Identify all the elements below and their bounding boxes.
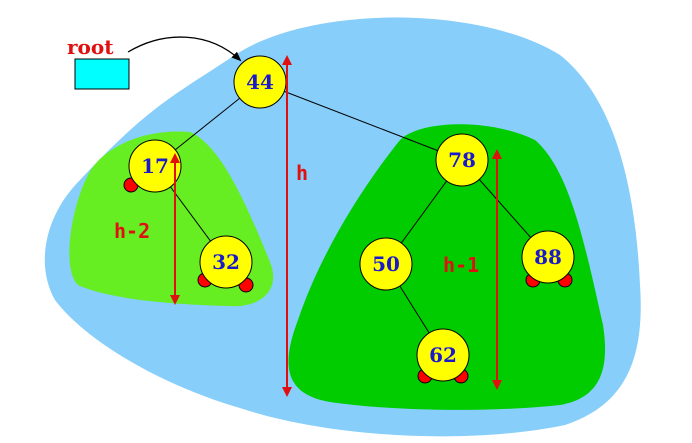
tree-node-50: 50 xyxy=(359,237,413,291)
tree-node-62: 62 xyxy=(416,328,470,382)
root-pointer-box xyxy=(74,58,130,90)
tree-node-17: 17 xyxy=(128,139,182,193)
height-label-whole: h xyxy=(296,161,308,185)
tree-node-44: 44 xyxy=(233,55,287,109)
right-subtree-blob xyxy=(288,124,606,410)
height-label-left: h-2 xyxy=(114,219,150,243)
tree-node-78: 78 xyxy=(435,133,489,187)
svg-text:44: 44 xyxy=(246,70,274,94)
svg-text:78: 78 xyxy=(448,148,476,172)
svg-text:17: 17 xyxy=(141,154,169,178)
root-label: root xyxy=(67,35,114,59)
tree-node-32: 32 xyxy=(199,235,253,289)
height-label-right: h-1 xyxy=(443,253,479,277)
root-pointer-arrow xyxy=(127,36,242,62)
svg-text:50: 50 xyxy=(372,252,400,276)
tree-node-88: 88 xyxy=(521,230,575,284)
svg-text:32: 32 xyxy=(212,250,240,274)
edge-44-78 xyxy=(259,81,463,161)
svg-text:62: 62 xyxy=(429,343,457,367)
svg-text:88: 88 xyxy=(534,245,562,269)
